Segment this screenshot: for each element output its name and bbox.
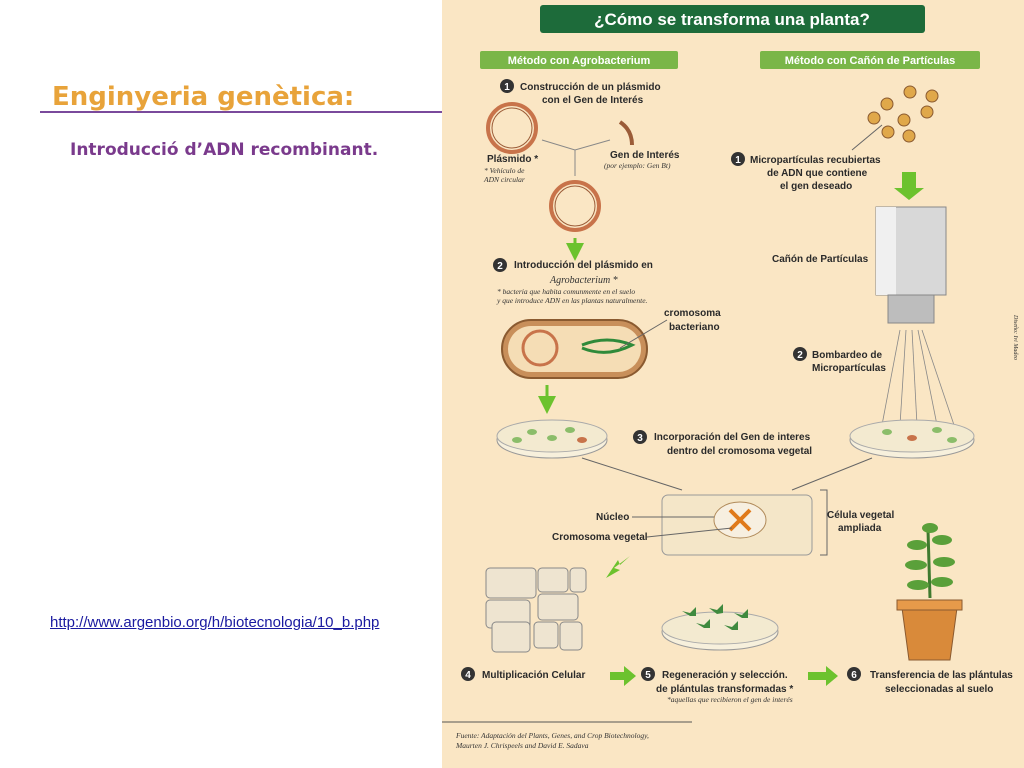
svg-text:dentro del cromosoma vegetal: dentro del cromosoma vegetal <box>667 446 812 457</box>
step-number-1b <box>731 152 745 166</box>
step-number-3 <box>633 430 647 444</box>
svg-text:(por ejemplo: Gen Bt): (por ejemplo: Gen Bt) <box>604 161 671 170</box>
dividing-cells <box>485 567 587 653</box>
method-cannon-banner <box>760 51 980 69</box>
svg-text:1: 1 <box>735 155 741 166</box>
svg-text:2: 2 <box>797 350 803 361</box>
step2a-text-1: Introducción del plásmido en <box>514 260 653 271</box>
svg-text:2: 2 <box>497 261 503 272</box>
arrow-to-multiplication <box>606 556 630 578</box>
plasmid-ring <box>486 102 538 154</box>
step3-text-1: Incorporación del Gen de interes <box>654 432 811 443</box>
step-number-1a <box>500 79 514 93</box>
coated-microparticles <box>867 85 939 143</box>
svg-text:Micropartículas: Micropartículas <box>812 363 886 374</box>
slide-subtitle: Introducció d’ADN recombinant. <box>70 140 379 160</box>
arrow-5-to-6 <box>808 666 838 686</box>
diagram-header-text: ¿Cómo se transforma una planta? <box>594 10 870 29</box>
method-agro-banner <box>480 51 678 69</box>
svg-text:ADN circular: ADN circular <box>483 175 525 184</box>
chromosome-bacterial-label: cromosoma <box>664 308 721 319</box>
cannon-label: Cañón de Partículas <box>772 254 869 265</box>
diagram-header <box>540 5 925 33</box>
method-cannon-label: Método con Cañón de Partículas <box>785 55 956 67</box>
svg-text:Maurten J. Chrispeels and Davi: Maurten J. Chrispeels and David E. Sadav… <box>455 741 589 750</box>
arrow-4-to-5 <box>610 666 636 686</box>
cell-label: Célula vegetal <box>827 510 894 521</box>
svg-text:5: 5 <box>645 670 651 681</box>
plasmid-label: Plásmido * <box>487 154 538 165</box>
step-number-5 <box>641 667 655 681</box>
svg-text:de plántulas transformadas *: de plántulas transformadas * <box>656 684 793 695</box>
source-text-1: Fuente: Adaptación del Plants, Genes, an… <box>455 731 649 740</box>
step1b-text-1: Micropartículas recubiertas <box>750 155 881 166</box>
svg-text:ampliada: ampliada <box>838 523 882 534</box>
svg-text:bacteriano: bacteriano <box>669 322 720 333</box>
svg-text:de ADN que contiene: de ADN que contiene <box>767 168 868 179</box>
step5-text-1: Regeneración y selección. <box>662 670 788 681</box>
method-agro-label: Método con Agrobacterium <box>508 55 651 67</box>
svg-text:1: 1 <box>504 82 510 93</box>
svg-text:seleccionadas al suelo: seleccionadas al suelo <box>885 684 993 695</box>
svg-text:el gen deseado: el gen deseado <box>780 181 852 192</box>
svg-text:6: 6 <box>851 670 857 681</box>
svg-text:4: 4 <box>465 670 471 681</box>
source-link[interactable]: http://www.argenbio.org/h/biotecnologia/… <box>50 614 380 631</box>
step-number-2a <box>493 258 507 272</box>
plant-chromosome-label: Cromosoma vegetal <box>552 532 648 543</box>
slide-title: Enginyeria genètica: <box>52 82 355 112</box>
nucleus-label: Núcleo <box>596 512 629 523</box>
svg-text:3: 3 <box>637 433 643 444</box>
step1a-text-2: con el Gen de Interés <box>542 95 644 106</box>
gene-fragment <box>618 120 634 146</box>
step6-text-1: Transferencia de las plántulas <box>870 670 1013 681</box>
step-number-4 <box>461 667 475 681</box>
step-number-2b <box>793 347 807 361</box>
svg-text:* bacteria que habita comunmen: * bacteria que habita comunmente en el s… <box>497 287 635 296</box>
step2b-text-1: Bombardeo de <box>812 350 882 361</box>
svg-text:*aquellas que recibieron el ge: *aquellas que recibieron el gen de inter… <box>667 695 793 704</box>
gene-label: Gen de Interés <box>610 150 680 161</box>
step1a-text-1: Construcción de un plásmido <box>520 82 661 93</box>
plant-transformation-diagram: ¿Cómo se transforma una planta? Método c… <box>442 0 1024 768</box>
svg-text:* Vehículo de: * Vehículo de <box>484 166 525 175</box>
step4-text: Multiplicación Celular <box>482 670 585 681</box>
potted-plant <box>901 607 958 661</box>
svg-text:y que introduce ADN en las pla: y que introduce ADN en las plantas natur… <box>496 296 648 305</box>
design-credit: Diseño: Ivi Madeo <box>1012 314 1018 360</box>
down-arrow-cannon <box>894 172 924 200</box>
recombinant-plasmid <box>549 180 601 232</box>
step2a-text-2: Agrobacterium * <box>549 275 618 286</box>
step-number-6 <box>847 667 861 681</box>
